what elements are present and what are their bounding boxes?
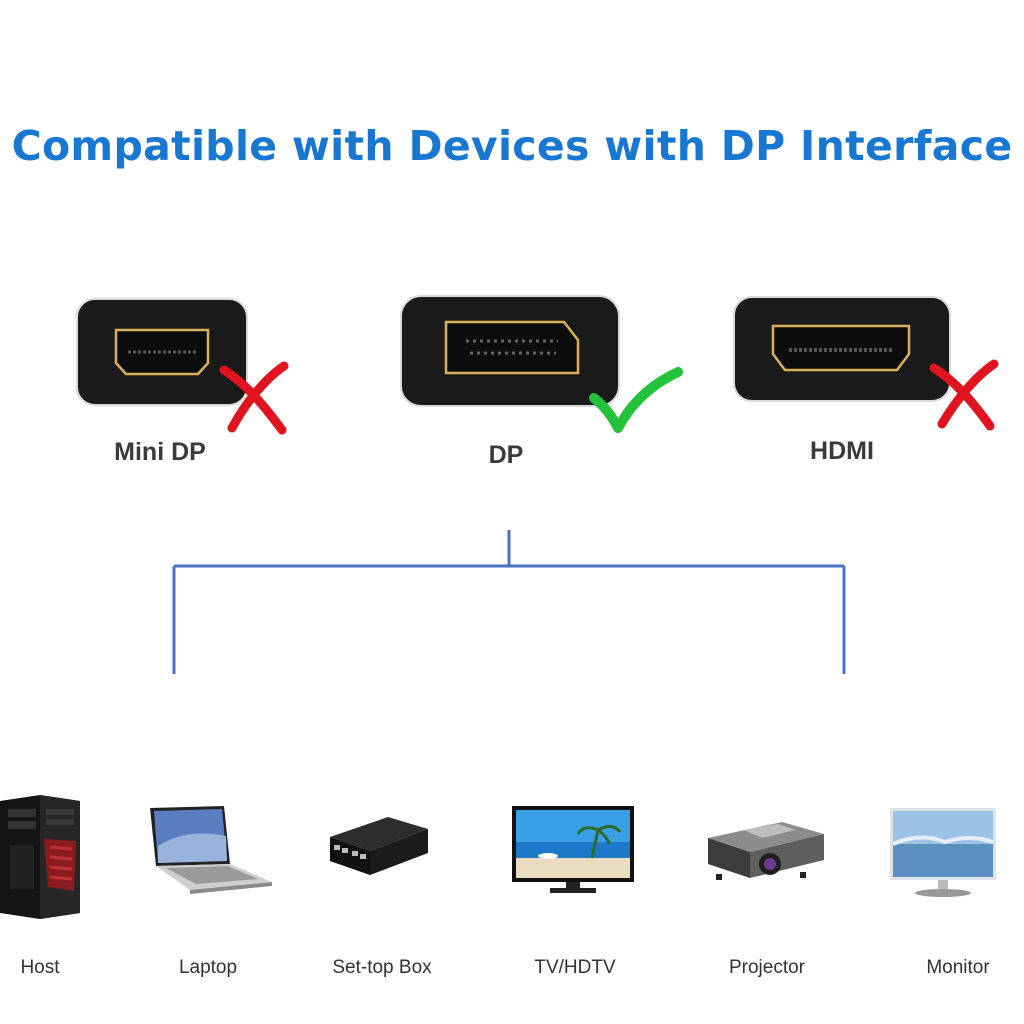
device-label-laptop: Laptop bbox=[178, 957, 238, 978]
hdmi-port-icon bbox=[733, 296, 951, 402]
pc-tower-icon bbox=[0, 795, 80, 919]
device-label-projector: Projector bbox=[728, 957, 806, 978]
green-check-icon bbox=[589, 367, 683, 433]
red-x-icon bbox=[929, 359, 999, 431]
device-label-tv: TV/HDTV bbox=[534, 957, 616, 978]
dp-port-icon bbox=[400, 295, 620, 407]
monitor-icon bbox=[890, 808, 996, 897]
device-label-monitor: Monitor bbox=[926, 957, 990, 978]
set-top-box-icon bbox=[330, 817, 428, 875]
device-label-host: Host bbox=[20, 957, 60, 978]
page-title: Compatible with Devices with DP Interfac… bbox=[11, 122, 1013, 170]
projector-icon bbox=[708, 822, 824, 880]
mini-dp-label: Mini DP bbox=[114, 438, 206, 466]
hdmi-label: HDMI bbox=[810, 437, 874, 465]
tv-icon bbox=[512, 806, 634, 893]
red-x-icon bbox=[219, 361, 289, 435]
laptop-icon bbox=[150, 806, 272, 894]
dp-label: DP bbox=[488, 441, 524, 469]
mini-dp-port-icon bbox=[76, 298, 248, 406]
device-label-set-top-box: Set-top Box bbox=[332, 957, 432, 978]
